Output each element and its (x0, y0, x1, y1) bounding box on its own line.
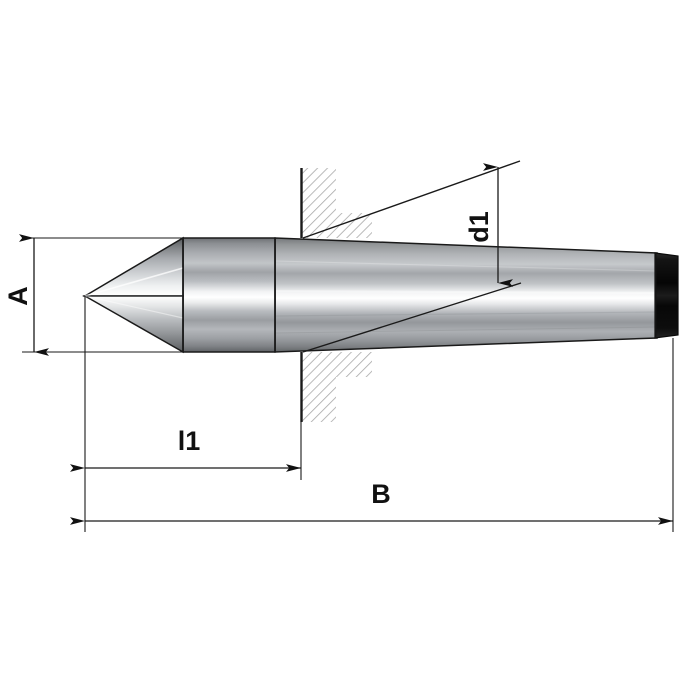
tang-end-cap (654, 252, 679, 339)
cone-highlight-upper (84, 267, 184, 297)
dimension-l1-label: l1 (178, 426, 201, 456)
dead-center-body (82, 236, 679, 354)
dimension-a: A (3, 234, 49, 356)
hatch-region-lower (301, 352, 372, 422)
dimension-b: B (70, 479, 673, 525)
cone-point-upper (82, 236, 184, 297)
dimension-b-label: B (371, 479, 391, 509)
taper-sheen (275, 260, 657, 334)
dimension-a-label: A (3, 286, 33, 306)
cone-point-lower (82, 295, 184, 354)
hatch-region-upper (301, 168, 372, 238)
morse-taper-shank (274, 237, 658, 353)
extension-lines (22, 237, 674, 532)
d1-leader-lower (302, 282, 522, 353)
dimension-l1: l1 (70, 426, 301, 472)
cylindrical-body (182, 237, 276, 353)
dimension-d1: d1 (464, 163, 513, 287)
cone-highlight-lower (84, 295, 184, 319)
dimension-d1-label: d1 (464, 211, 494, 243)
